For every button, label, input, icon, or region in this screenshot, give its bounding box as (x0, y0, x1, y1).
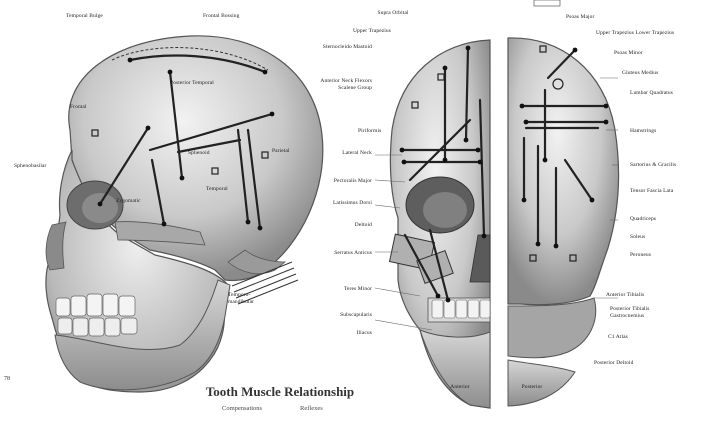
label-anterior-neck: Anterior Neck Flexors Scalene Group (310, 78, 372, 91)
label-posterior-temporal: Posterior Temporal (170, 80, 220, 87)
anterior-skull (390, 40, 490, 408)
label-upper-lower-trap: Upper Trapezius Lower Trapezius (596, 30, 676, 37)
label-frontal-bossing: Frontal Bossing (203, 13, 240, 20)
label-occipital-base: C1 Atlas (608, 334, 628, 341)
label-sartorius: Sartorius & Gracilis (630, 162, 676, 169)
label-subscapularis: Subscapularis (318, 312, 372, 319)
label-psoas-major: Psoas Major (566, 14, 594, 21)
label-supraorbital: Supra Orbital (348, 10, 438, 17)
label-gastrocnemius: Posterior Tibialis Gastrocnemius (610, 306, 680, 319)
label-anterior-tibialis: Anterior Tibialis (606, 292, 682, 299)
label-sphenoid: Sphenoid (188, 150, 210, 157)
label-pectoralis: Pectoralis Major (318, 178, 372, 185)
label-posterior-deltoid: Posterior Deltoid (594, 360, 633, 367)
lateral-skull (46, 36, 323, 392)
label-sternocleido: Sternocleido Mastoid (320, 44, 372, 51)
label-lateral-neck: Lateral Neck (318, 150, 372, 157)
label-sphenobasilar: Sphenobasilar (14, 163, 46, 170)
label-temporal: Temporal (206, 186, 246, 193)
label-upper-trapezius: Upper Trapezius (342, 28, 402, 35)
lateral-lower-teeth (58, 318, 137, 336)
label-soleus: Soleus (630, 234, 645, 241)
top-legend-box (534, 0, 560, 6)
label-gluteus-medius: Gluteus Medius (622, 70, 658, 77)
label-peroneus: Peroneus (630, 252, 682, 259)
diagram-title: Tooth Muscle Relationship (170, 384, 390, 400)
label-quadriceps: Quadriceps (630, 216, 656, 223)
label-serratus: Serratus Anticus (318, 250, 372, 257)
label-teres-minor: Teres Minor (318, 286, 372, 293)
label-lumbar-quadratus: Lumbar Quadratus (630, 90, 682, 97)
label-hamstrings: Hamstrings (630, 128, 656, 135)
page-number: 78 (4, 376, 10, 382)
subtitle-reflexes: Reflexes (300, 405, 323, 412)
label-psoas-minor: Psoas Minor (614, 50, 643, 57)
label-front-bottom: Anterior (440, 384, 480, 391)
label-iliacus: Iliacus (318, 330, 372, 337)
subtitle-compensations: Compensations (222, 405, 262, 412)
label-frontal: Frontal (70, 104, 87, 111)
posterior-skull (508, 38, 619, 406)
label-latissimus: Latissimus Dorsi (318, 200, 372, 207)
label-tensor: Tensor Fascia Lata (630, 188, 673, 195)
label-deltoid: Deltoid (318, 222, 372, 229)
label-zygomatic: Zygomatic (116, 198, 141, 205)
label-temporomandibular: Temporo-mandibular (228, 292, 274, 305)
label-back-bottom: Posterior (512, 384, 552, 391)
label-piriformis: Piriformis (358, 128, 381, 135)
label-temporal-bulge: Temporal Bulge (66, 13, 103, 20)
label-parietal: Parietal (272, 148, 290, 155)
